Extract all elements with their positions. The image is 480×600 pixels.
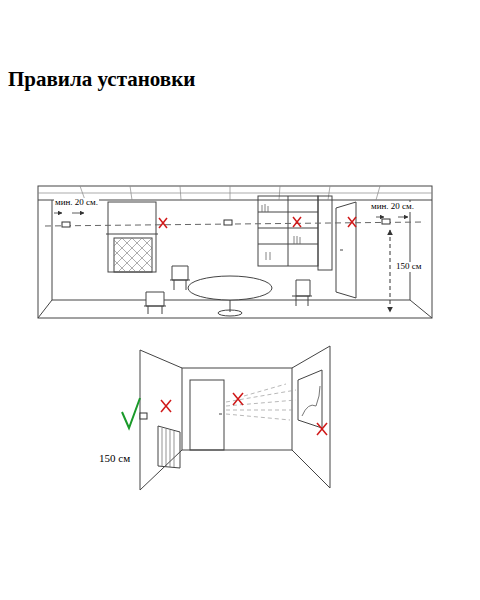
check-mark — [122, 398, 140, 428]
dimension-label: мин. 20 см. — [54, 198, 99, 208]
height-line — [45, 222, 425, 226]
distance-arrows — [54, 213, 408, 217]
dimension-label: 150 см — [395, 262, 422, 272]
room-scene — [140, 346, 330, 490]
airflow-lines — [226, 384, 296, 420]
dimension-label: мин. 20 см. — [370, 202, 415, 212]
page-title: Правила установки — [8, 68, 195, 91]
office-scene — [38, 186, 432, 318]
radiator-fins — [162, 428, 174, 467]
sensor-icons — [62, 219, 390, 227]
wrong-marks — [159, 217, 356, 228]
height-arrow — [390, 230, 391, 312]
dimension-label: 150 см — [98, 452, 131, 464]
sensor-icon — [140, 413, 147, 419]
wrong-marks — [161, 393, 327, 435]
